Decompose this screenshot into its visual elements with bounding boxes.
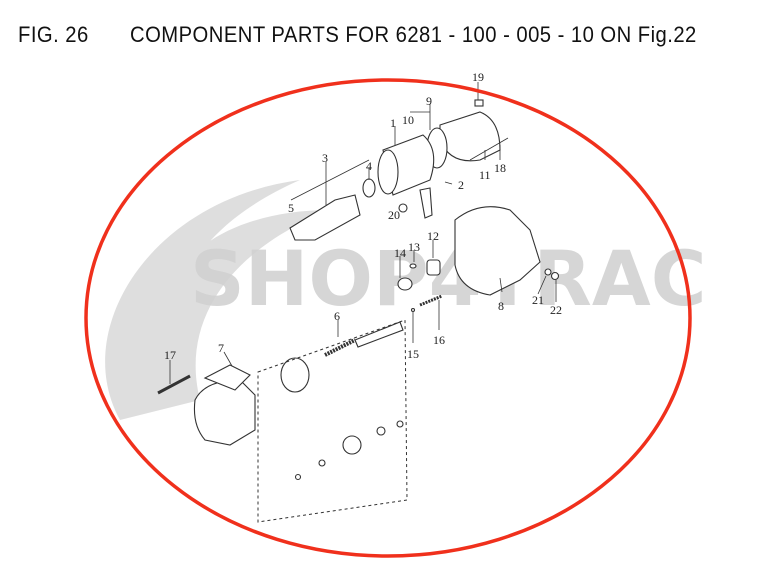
callout-16: 16 <box>433 333 445 347</box>
part-14 <box>397 277 413 291</box>
part-22 <box>550 271 560 281</box>
callout-3: 3 <box>322 151 328 165</box>
part-7-flange <box>203 364 251 391</box>
part-gear-small <box>342 435 362 455</box>
watermark-text: SHOP4TRAC <box>190 234 707 323</box>
part-4-bearing <box>362 178 376 198</box>
part-washer-2 <box>294 473 302 481</box>
part-6-shaft <box>354 321 404 348</box>
callout-6: 6 <box>334 309 340 323</box>
part-21 <box>544 268 552 276</box>
callout-13: 13 <box>408 240 420 254</box>
callout-15: 15 <box>407 347 419 361</box>
part-7-front-bracket <box>193 379 256 446</box>
callout-19: 19 <box>472 70 484 84</box>
highlight-ellipse <box>84 78 692 558</box>
kit-boundary <box>257 319 408 523</box>
part-8-housing <box>454 206 541 296</box>
watermark: SHOP4TRAC <box>105 180 707 420</box>
callout-4: 4 <box>366 159 372 173</box>
callout-5: 5 <box>288 201 294 215</box>
callout-22: 22 <box>550 303 562 317</box>
callout-18: 18 <box>494 161 506 175</box>
callout-9: 9 <box>426 94 432 108</box>
callout-7: 7 <box>218 341 224 355</box>
callout-14: 14 <box>394 246 406 260</box>
part-13 <box>409 263 417 269</box>
part-washer <box>376 426 386 436</box>
part-pinion <box>280 357 310 393</box>
part-nut-2 <box>318 459 326 467</box>
figure-title: COMPONENT PARTS FOR 6281 - 100 - 005 - 1… <box>130 22 697 47</box>
part-18-bolt <box>469 137 509 161</box>
part-6-spring <box>324 338 356 357</box>
part-nut <box>396 420 404 428</box>
part-12-gear <box>426 259 441 276</box>
callout-21: 21 <box>532 293 544 307</box>
part-15 <box>410 307 416 313</box>
callout-labels: 1 2 3 4 5 6 7 8 9 10 11 12 13 14 15 16 1… <box>164 70 562 362</box>
callout-8: 8 <box>498 299 504 313</box>
callout-17: 17 <box>164 348 176 362</box>
figure-number: FIG. 26 <box>18 22 89 47</box>
part-16-spring <box>419 294 443 307</box>
callout-1: 1 <box>390 116 396 130</box>
callout-12: 12 <box>427 229 439 243</box>
leader-lines <box>169 82 557 384</box>
callout-2: 2 <box>458 178 464 192</box>
part-3-armature <box>289 194 361 241</box>
part-19-screw <box>474 99 484 107</box>
callout-10: 10 <box>402 113 414 127</box>
part-20 <box>398 203 408 213</box>
watermark-swoosh <box>105 180 330 420</box>
callout-11: 11 <box>479 168 491 182</box>
part-17-bolt <box>157 374 191 395</box>
part-bracket <box>419 187 433 219</box>
part-rear-cover <box>439 111 501 162</box>
part-1-yoke-face <box>377 149 399 195</box>
callout-20: 20 <box>388 208 400 222</box>
